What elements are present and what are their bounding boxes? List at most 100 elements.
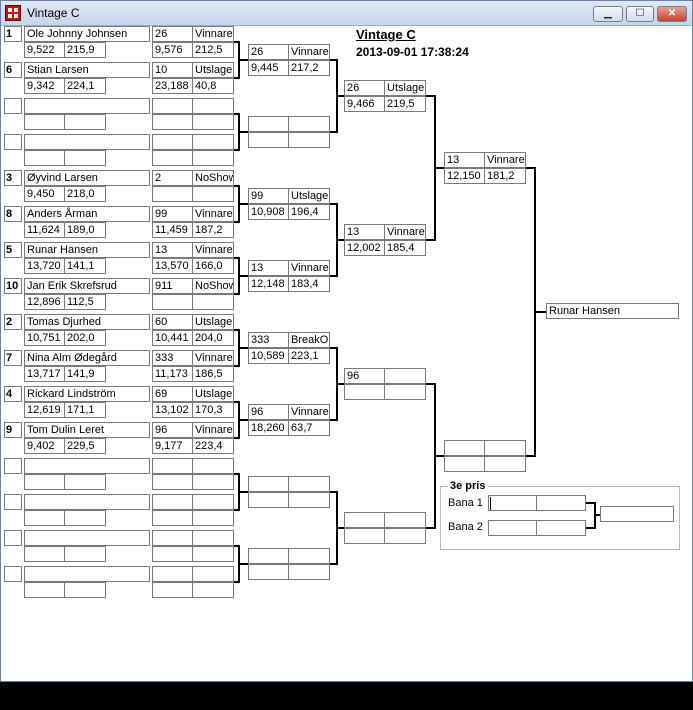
heat-speed[interactable] — [192, 510, 234, 526]
car-number[interactable]: 26 — [152, 26, 194, 42]
elapsed-time[interactable]: 13,102 — [152, 402, 194, 418]
reaction-time[interactable] — [24, 114, 66, 130]
heat-result[interactable] — [288, 476, 330, 492]
elapsed-time[interactable]: 12,150 — [444, 168, 486, 184]
heat-result[interactable]: Vinnare — [288, 404, 330, 420]
heat-result[interactable]: NoShow — [192, 278, 234, 294]
heat-speed[interactable] — [288, 132, 330, 148]
competitor-name[interactable] — [24, 134, 150, 150]
car-number[interactable]: 26 — [248, 44, 290, 60]
elapsed-time[interactable]: 9,177 — [152, 438, 194, 454]
heat-result[interactable]: Utslagen — [192, 386, 234, 402]
competitor-name[interactable]: Øyvind Larsen — [24, 170, 150, 186]
heat-speed[interactable]: 212,5 — [192, 42, 234, 58]
heat-speed[interactable]: 186,5 — [192, 366, 234, 382]
heat-speed[interactable] — [384, 384, 426, 400]
top-speed[interactable]: 189,0 — [64, 222, 106, 238]
competitor-name[interactable]: Ole Johnny Johnsen — [24, 26, 150, 42]
car-number[interactable] — [248, 476, 290, 492]
reaction-time[interactable] — [24, 510, 66, 526]
competitor-name[interactable]: Stian Larsen — [24, 62, 150, 78]
elapsed-time[interactable]: 10,908 — [248, 204, 290, 220]
heat-result[interactable]: Utslagen — [192, 62, 234, 78]
reaction-time[interactable]: 9,402 — [24, 438, 66, 454]
elapsed-time[interactable] — [248, 492, 290, 508]
reaction-time[interactable]: 13,717 — [24, 366, 66, 382]
elapsed-time[interactable]: 10,589 — [248, 348, 290, 364]
close-button[interactable]: ✕ — [657, 6, 687, 22]
competitor-name[interactable]: Runar Hansen — [24, 242, 150, 258]
heat-speed[interactable] — [192, 150, 234, 166]
heat-result[interactable]: Vinnare — [192, 350, 234, 366]
elapsed-time[interactable] — [152, 150, 194, 166]
heat-result[interactable] — [384, 368, 426, 384]
competitor-name[interactable]: Tomas Djurhed — [24, 314, 150, 330]
reaction-time[interactable] — [24, 546, 66, 562]
car-number[interactable]: 60 — [152, 314, 194, 330]
car-number[interactable] — [152, 458, 194, 474]
heat-result[interactable] — [384, 512, 426, 528]
heat-speed[interactable]: 187,2 — [192, 222, 234, 238]
heat-result[interactable]: Utslagen — [384, 80, 426, 96]
top-speed[interactable] — [64, 510, 106, 526]
competitor-name[interactable]: Nina Alm Ødegård — [24, 350, 150, 366]
top-speed[interactable] — [64, 546, 106, 562]
top-speed[interactable] — [64, 114, 106, 130]
heat-result[interactable] — [192, 134, 234, 150]
heat-result[interactable]: Vinnare — [192, 26, 234, 42]
car-number[interactable] — [152, 98, 194, 114]
car-number[interactable]: 13 — [248, 260, 290, 276]
reaction-time[interactable]: 11,624 — [24, 222, 66, 238]
elapsed-time[interactable] — [152, 546, 194, 562]
heat-result[interactable] — [192, 494, 234, 510]
car-number[interactable] — [152, 494, 194, 510]
final-winner[interactable]: Runar Hansen — [546, 303, 679, 319]
elapsed-time[interactable]: 11,173 — [152, 366, 194, 382]
elapsed-time[interactable]: 18,260 — [248, 420, 290, 436]
competitor-name[interactable] — [24, 566, 150, 582]
heat-result[interactable]: Utslagen — [288, 188, 330, 204]
car-number[interactable]: 13 — [344, 224, 386, 240]
top-speed[interactable]: 112,5 — [64, 294, 106, 310]
car-number[interactable] — [444, 440, 486, 456]
top-speed[interactable]: 202,0 — [64, 330, 106, 346]
elapsed-time[interactable] — [344, 528, 386, 544]
car-number[interactable] — [152, 566, 194, 582]
heat-speed[interactable] — [192, 114, 234, 130]
reaction-time[interactable]: 13,720 — [24, 258, 66, 274]
reaction-time[interactable]: 12,619 — [24, 402, 66, 418]
heat-result[interactable]: Vinnare — [384, 224, 426, 240]
heat-result[interactable] — [288, 116, 330, 132]
minimize-button[interactable]: ▁ — [593, 6, 623, 22]
car-number[interactable]: 99 — [152, 206, 194, 222]
elapsed-time[interactable]: 13,570 — [152, 258, 194, 274]
heat-speed[interactable]: 183,4 — [288, 276, 330, 292]
heat-speed[interactable]: 219,5 — [384, 96, 426, 112]
elapsed-time[interactable] — [152, 186, 194, 202]
car-number[interactable] — [344, 512, 386, 528]
elapsed-time[interactable]: 9,445 — [248, 60, 290, 76]
heat-speed[interactable] — [384, 528, 426, 544]
title-bar[interactable]: Vintage C ▁ ☐ ✕ — [1, 1, 692, 26]
heat-speed[interactable] — [192, 186, 234, 202]
heat-result[interactable] — [288, 548, 330, 564]
reaction-time[interactable] — [24, 474, 66, 490]
heat-result[interactable] — [192, 98, 234, 114]
heat-speed[interactable]: 223,4 — [192, 438, 234, 454]
heat-speed[interactable]: 185,4 — [384, 240, 426, 256]
elapsed-time[interactable] — [152, 510, 194, 526]
heat-speed[interactable] — [288, 564, 330, 580]
heat-speed[interactable] — [484, 456, 526, 472]
heat-speed[interactable]: 63,7 — [288, 420, 330, 436]
elapsed-time[interactable] — [152, 294, 194, 310]
competitor-name[interactable] — [24, 98, 150, 114]
heat-result[interactable] — [484, 440, 526, 456]
top-speed[interactable]: 141,9 — [64, 366, 106, 382]
heat-result[interactable]: Vinnare — [192, 422, 234, 438]
car-number[interactable] — [152, 530, 194, 546]
top-speed[interactable]: 171,1 — [64, 402, 106, 418]
top-speed[interactable] — [64, 150, 106, 166]
reaction-time[interactable]: 10,751 — [24, 330, 66, 346]
elapsed-time[interactable] — [248, 564, 290, 580]
elapsed-time[interactable] — [152, 114, 194, 130]
